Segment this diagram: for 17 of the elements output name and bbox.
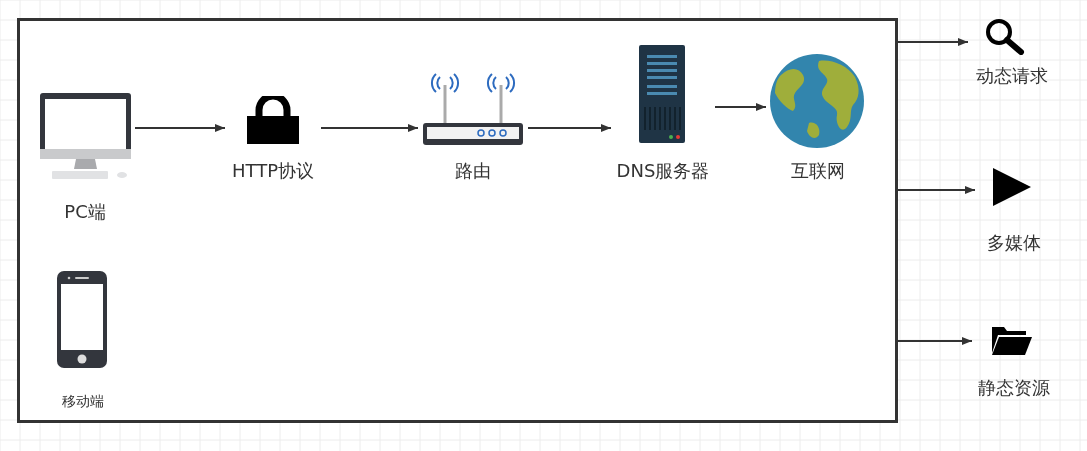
node-label: 路由 [455, 160, 491, 182]
node-label: 互联网 [791, 160, 845, 182]
node-label: 动态请求 [976, 65, 1048, 87]
frame-box [17, 18, 898, 423]
node-label: 移动端 [62, 392, 104, 411]
arrow [897, 337, 973, 345]
node-label: DNS服务器 [616, 160, 710, 182]
node-label: PC端 [64, 201, 106, 223]
node-label: HTTP协议 [231, 160, 315, 182]
node-label: 静态资源 [978, 377, 1050, 399]
arrow [897, 186, 976, 194]
arrow [714, 103, 767, 111]
arrow [897, 38, 969, 46]
arrow [527, 124, 612, 132]
arrow [320, 124, 419, 132]
node-label: 多媒体 [987, 232, 1041, 254]
arrow [134, 124, 226, 132]
